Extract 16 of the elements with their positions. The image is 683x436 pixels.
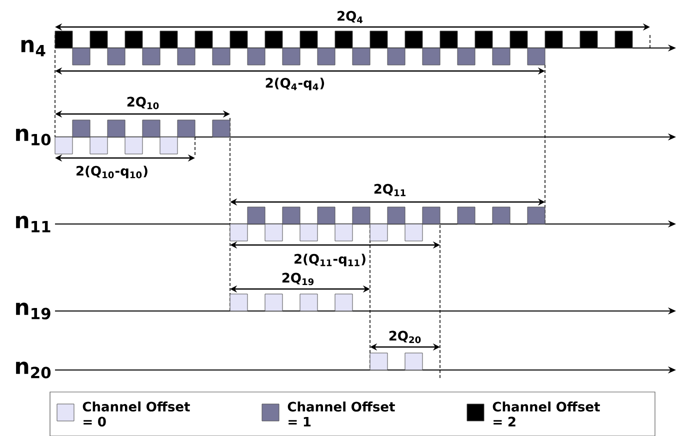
dimension-label: 2Q$_{10}$: [127, 96, 159, 110]
dimension-label: 2Q$_{11}$: [374, 184, 406, 196]
dimension-label: 2Q$_{20}$: [389, 330, 421, 344]
legend-label: Channel Offset = 1: [288, 402, 395, 426]
row-label: n$_{19}$: [16, 302, 50, 320]
dimension-label: 2Q$_{4}$: [338, 10, 363, 24]
row-label: n$_{20}$: [16, 362, 51, 378]
dimension-label: 2(Q$_{11}$-q$_{11}$): [294, 254, 366, 266]
dimension-label: 2(Q$_{10}$-q$_{10}$): [76, 166, 148, 178]
legend-label: Channel Offset = 0: [82, 401, 190, 427]
row-label: n$_{4}$: [21, 40, 46, 56]
dimension-label: 2Q$_{19}$: [282, 272, 314, 286]
dimension-label: 2(Q$_{4}$-q$_{4}$): [266, 78, 324, 90]
row-label: n$_{11}$: [16, 216, 50, 232]
row-label: n$_{10}$: [16, 128, 51, 146]
legend-label: Channel Offset = 2: [492, 402, 600, 426]
